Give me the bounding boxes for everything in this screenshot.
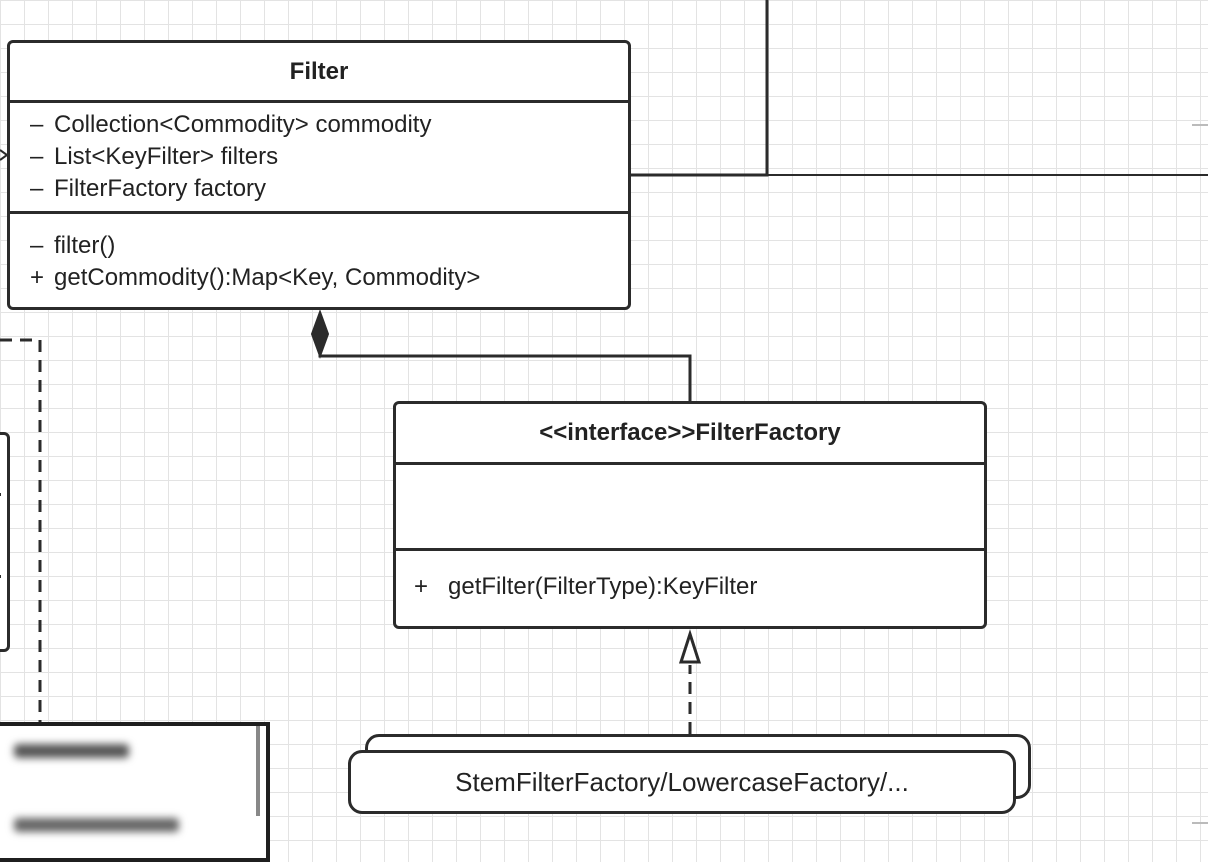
filter-class-box[interactable]: Filter –Collection<Commodity> commodity … <box>7 40 631 310</box>
attribute-row: –Collection<Commodity> commodity <box>30 109 628 141</box>
realization-arrowhead <box>678 629 702 664</box>
filter-factory-title: <<interface>>FilterFactory <box>396 404 984 465</box>
filter-factory-operations: + getFilter(FilterType):KeyFilter <box>396 551 984 603</box>
left-arrow-stub <box>0 149 9 161</box>
filter-factory-attributes <box>396 465 984 551</box>
operation-row: + getFilter(FilterType):KeyFilter <box>414 571 984 603</box>
visibility-marker: – <box>30 143 44 170</box>
composition-diamond <box>310 309 330 359</box>
visibility-marker: – <box>30 232 44 259</box>
operation-text: getCommodity():Map<Key, Commodity> <box>54 264 481 291</box>
right-edge-marker <box>1192 822 1208 824</box>
blurred-title <box>14 744 129 758</box>
scroll-edge <box>256 726 260 816</box>
visibility-marker: – <box>30 111 44 138</box>
operation-row: –filter() <box>30 230 628 262</box>
operation-row: + getCommodity():Map<Key, Commodity> <box>30 262 628 294</box>
association-line-top <box>631 0 769 177</box>
filter-operations: –filter() + getCommodity():Map<Key, Commo… <box>10 214 628 304</box>
attribute-row: –FilterFactory factory <box>30 173 628 205</box>
implementation-label: StemFilterFactory/LowercaseFactory/... <box>455 766 909 797</box>
visibility-marker: + <box>414 573 429 600</box>
filter-class-title: Filter <box>10 43 628 103</box>
attribute-text: List<KeyFilter> filters <box>54 143 279 170</box>
visibility-marker: – <box>30 175 44 202</box>
section-divider <box>0 493 1 496</box>
composition-line <box>318 354 692 401</box>
operation-text: filter() <box>54 232 116 259</box>
blurred-row <box>14 818 179 832</box>
attribute-text: Collection<Commodity> commodity <box>54 111 432 138</box>
operation-text: getFilter(FilterType):KeyFilter <box>448 573 758 600</box>
visibility-marker: + <box>30 264 45 291</box>
section-divider <box>0 575 1 578</box>
blurred-class-box[interactable] <box>0 722 270 862</box>
filter-attributes: –Collection<Commodity> commodity –List<K… <box>10 103 628 214</box>
attribute-row: –List<KeyFilter> filters <box>30 141 628 173</box>
partial-class-box-left[interactable] <box>0 432 10 652</box>
filter-factory-interface-box[interactable]: <<interface>>FilterFactory + getFilter(Fi… <box>393 401 987 629</box>
implementation-stack-box[interactable]: StemFilterFactory/LowercaseFactory/... <box>348 750 1016 814</box>
attribute-text: FilterFactory factory <box>54 175 267 202</box>
right-edge-marker <box>1192 124 1208 126</box>
